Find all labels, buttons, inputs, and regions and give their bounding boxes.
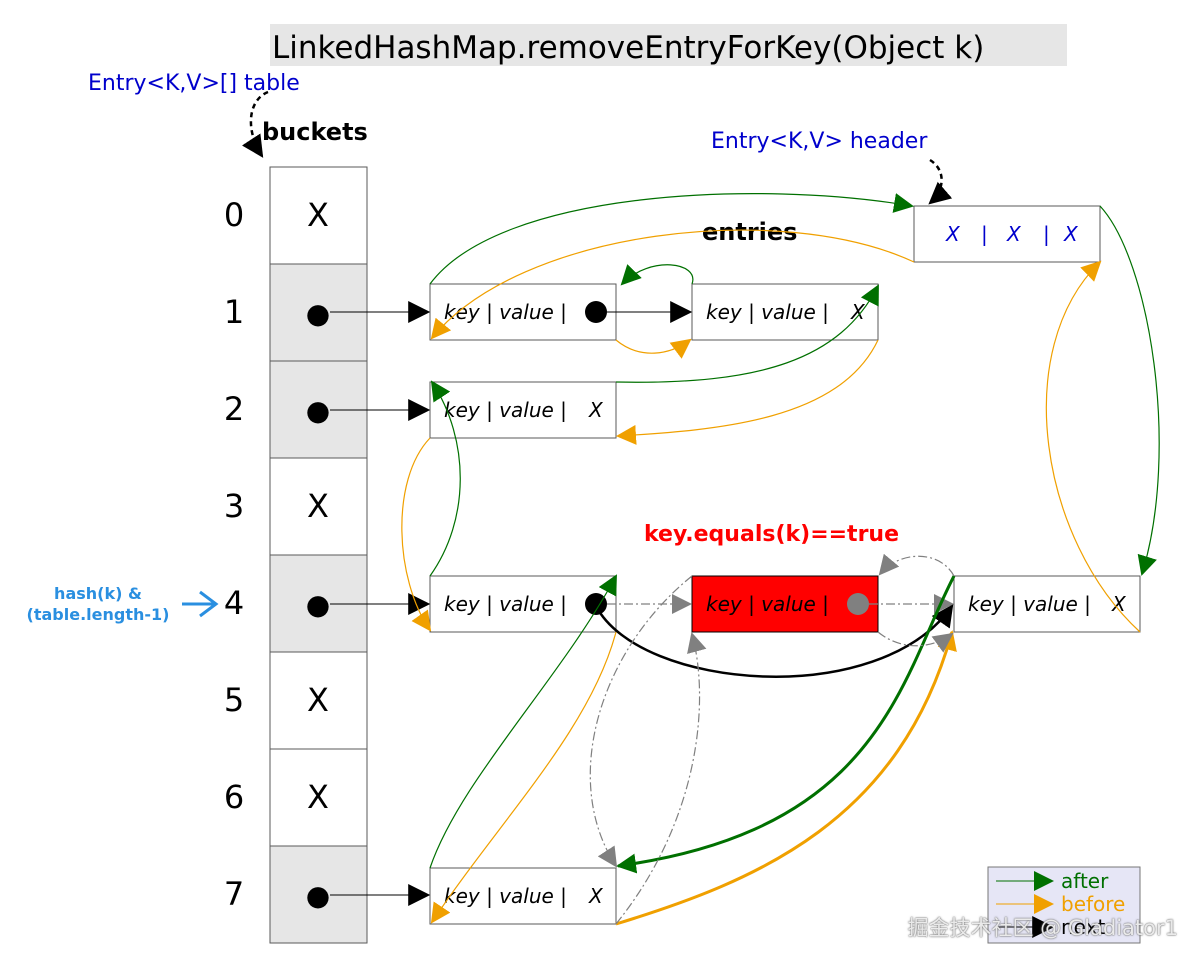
bucket-index-1: 1 <box>224 293 244 331</box>
before-e7-to-e4a <box>430 631 617 924</box>
before-e2-to-e1b <box>616 339 879 445</box>
before-e1a-to-header <box>430 229 915 340</box>
bucket-index-6: 6 <box>224 778 244 816</box>
bucket-content-1: ● <box>306 297 330 330</box>
bucket-array <box>269 166 368 944</box>
before-header-to-e4c <box>1045 260 1141 633</box>
watermark: 掘金技术社区 @ Gladiator1 <box>907 916 1178 940</box>
bucket-content-4: ● <box>306 588 330 621</box>
bucket-content-6: X <box>307 778 329 816</box>
old-after-removed-to-e4c <box>877 631 954 653</box>
legend-next-label: next <box>1061 915 1105 939</box>
entry-1a-text: key | value | <box>444 300 567 324</box>
table-pointer-arrow <box>241 90 269 158</box>
bucket-cell-6 <box>269 748 368 847</box>
entry-4c-null: X <box>1111 592 1127 616</box>
entry-7 <box>429 867 617 925</box>
before-e1b-to-e1a <box>615 338 692 359</box>
bucket-pointers <box>330 301 431 906</box>
entry-4a-text: key | value | <box>444 592 567 616</box>
header-cell-3: X <box>1063 222 1079 246</box>
buckets-label: buckets <box>262 118 368 146</box>
entry-7-null: X <box>588 884 604 908</box>
entry-2-text: key | value | <box>444 398 567 422</box>
header-cell-2: X <box>1006 222 1022 246</box>
before-e4a-to-e2 <box>401 437 432 632</box>
header-label: Entry<K,V> header <box>711 129 928 154</box>
entry-2 <box>429 381 617 439</box>
bucket-content-0: X <box>307 196 329 234</box>
after-links <box>429 193 1160 874</box>
bucket-cell-0 <box>269 166 368 265</box>
bucket-content-5: X <box>307 681 329 719</box>
header-sep-1: | <box>981 222 988 246</box>
bucket-content-3: X <box>307 487 329 525</box>
header-pointer-arrow <box>928 158 953 205</box>
entry-4c <box>953 575 1141 633</box>
bucket-content-2: ● <box>306 394 330 427</box>
removed-entry-next-dot <box>847 593 869 615</box>
removed-entry-text: key | value | <box>706 592 829 616</box>
legend-box <box>987 866 1141 944</box>
after-e4c-to-header <box>1099 205 1160 576</box>
title-background <box>270 24 1067 66</box>
table-label: Entry<K,V>[] table <box>88 71 300 96</box>
header-sep-2: | <box>1043 222 1050 246</box>
old-before-e4c-to-removed <box>878 553 955 577</box>
header-node <box>913 205 1101 263</box>
entry-1a-next-dot <box>585 301 607 323</box>
match-label: key.equals(k)==true <box>644 522 899 547</box>
after-header-to-e1a <box>429 193 914 285</box>
diagram-title: LinkedHashMap.removeEntryForKey(Object k… <box>272 30 984 66</box>
entry-1b-null: X <box>850 300 866 324</box>
entry-1b-text: key | value | <box>706 300 829 324</box>
legend-before-label: before <box>1061 892 1125 916</box>
after-e1b-to-e2 <box>615 284 879 383</box>
bucket-index-7: 7 <box>224 875 244 913</box>
old-after-e7-to-removed <box>589 575 693 868</box>
entry-7-text: key | value | <box>444 884 567 908</box>
before-links <box>401 229 1141 926</box>
legend-after-label: after <box>1061 869 1109 893</box>
old-before-removed-to-e7 <box>615 632 707 925</box>
new-next-arrow <box>594 604 954 678</box>
bucket-index-4: 4 <box>224 584 244 622</box>
after-e7-to-e4c <box>616 575 956 874</box>
bucket-index-0: 0 <box>224 196 244 234</box>
hash-label-line2: (table.length-1) <box>27 605 170 624</box>
bucket-content-7: ● <box>306 879 330 912</box>
before-e4c-to-e7 <box>615 630 957 926</box>
removed-links <box>589 553 955 925</box>
entry-4a-next-dot <box>585 593 607 615</box>
after-e1b-loop <box>620 264 694 286</box>
bucket-index-5: 5 <box>224 681 244 719</box>
legend: after before next <box>987 866 1141 944</box>
hash-arrow-icon <box>182 590 219 618</box>
entry-4c-text: key | value | <box>968 592 1091 616</box>
bucket-cell-5 <box>269 651 368 750</box>
entry-2-null: X <box>588 398 604 422</box>
after-e2-to-e4a <box>429 380 461 577</box>
bucket-index-2: 2 <box>224 390 244 428</box>
header-cell-1: X <box>945 222 961 246</box>
bucket-index-3: 3 <box>224 487 244 525</box>
hash-label-line1: hash(k) & <box>54 584 142 603</box>
bucket-cell-3 <box>269 457 368 556</box>
after-e4a-to-e7 <box>429 574 617 869</box>
